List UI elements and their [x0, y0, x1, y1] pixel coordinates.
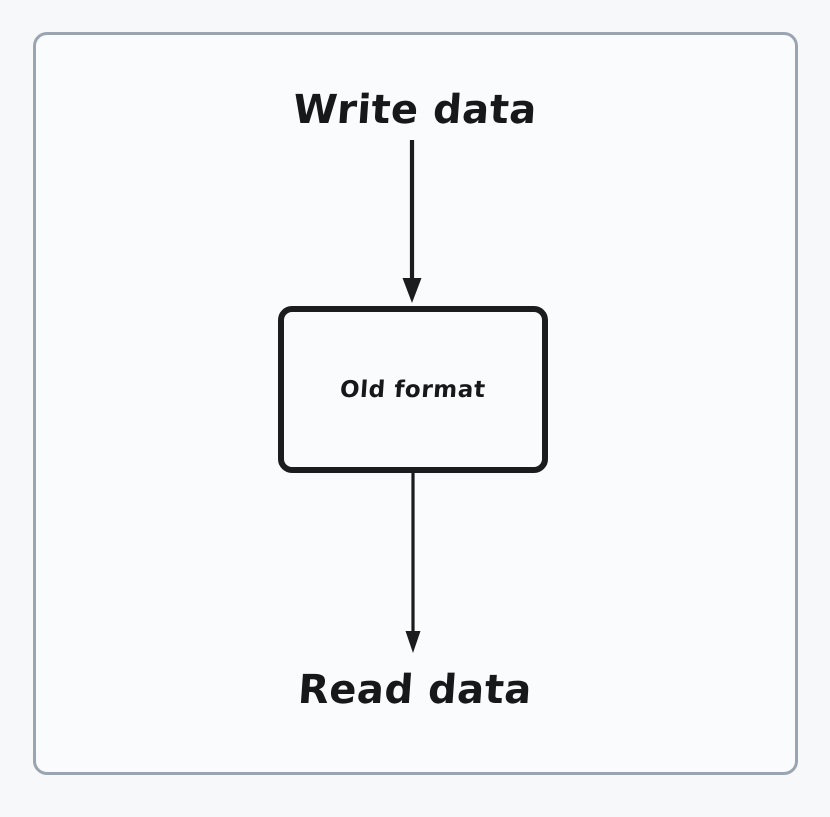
edge-old-format-to-read-arrowhead: [405, 631, 421, 653]
edge-old-format-to-read: [405, 473, 421, 653]
node-old-format-label: Old format: [339, 376, 487, 403]
edge-write-to-old-format-arrowhead: [402, 278, 422, 303]
node-old-format: Old format: [278, 306, 548, 473]
edge-write-to-old-format: [402, 140, 422, 303]
node-read-data: Read data: [296, 667, 534, 713]
node-write-data: Write data: [291, 87, 539, 133]
